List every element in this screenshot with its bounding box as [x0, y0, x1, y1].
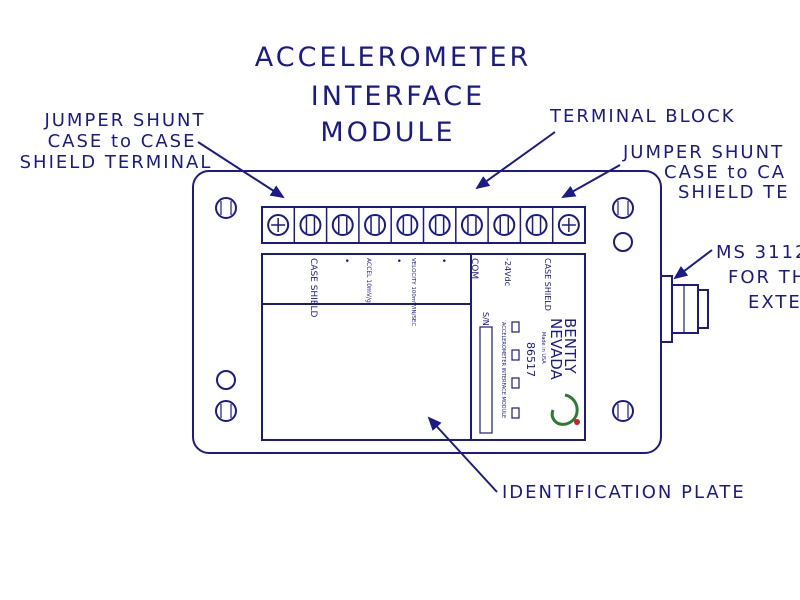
- title-line-1: ACCELEROMETER: [255, 42, 532, 73]
- brand-small-text: Made in USA: [540, 332, 546, 364]
- terminal-label-accel: ACCEL 10mV/g: [365, 258, 372, 303]
- terminal-label-case-shield-right: CASE SHIELD: [543, 258, 552, 311]
- mounting-hole-left-icon: [216, 370, 236, 390]
- jumper-screw-icon: [551, 207, 580, 243]
- jumper-right-arrow: [561, 164, 621, 198]
- terminal-block-label: TERMINAL BLOCK: [549, 106, 736, 127]
- brand-line-1: BENTLY: [561, 318, 579, 375]
- terminal-labels: CASE SHIELD • ACCEL 10mV/g • VELOCITY 10…: [308, 258, 552, 326]
- serial-label: S/N: [481, 312, 490, 326]
- mounting-screws: [215, 197, 634, 422]
- terminal-screw-icon: [390, 207, 419, 243]
- terminal-screw-icon: [325, 207, 354, 243]
- connector-line-3: EXTE: [748, 292, 800, 313]
- terminal-label-dot-3: •: [438, 258, 448, 263]
- jumper-left-arrow: [197, 141, 285, 199]
- connector-line-1: MS 3112: [716, 242, 800, 263]
- terminal-screw-icon: [519, 207, 548, 243]
- screw-bottom-left-icon: [215, 400, 237, 422]
- title-line-3: MODULE: [320, 117, 455, 148]
- jumper-right-line-1: JUMPER SHUNT: [622, 142, 784, 163]
- jumper-screw-icon: [267, 214, 290, 236]
- terminal-label-dot-2: •: [393, 258, 403, 263]
- terminal-screw-icon: [455, 207, 483, 243]
- terminal-block: [261, 206, 586, 244]
- diagram-title: ACCELEROMETER INTERFACE MODULE: [255, 42, 532, 148]
- jumper-left-line-1: JUMPER SHUNT: [43, 110, 205, 131]
- terminal-label-minus-24vdc: -24Vdc: [503, 258, 512, 286]
- jumper-left-label: JUMPER SHUNT CASE to CASE SHIELD TERMINA…: [20, 110, 213, 173]
- connector-arrow: [673, 249, 713, 280]
- identification-plate-arrow: [427, 416, 498, 493]
- terminal-label-panel: [261, 253, 586, 441]
- module-name-text: ACCELEROMETER INTERFACE MODULE: [500, 322, 506, 418]
- jumper-left-line-2: CASE to CASE: [48, 131, 197, 152]
- mounting-hole-right-icon: [613, 232, 633, 252]
- terminal-screw-icon: [293, 207, 322, 243]
- brand-line-2: NEVADA: [547, 318, 565, 381]
- terminal-block-arrow: [475, 131, 556, 190]
- part-number: 86517: [524, 342, 537, 377]
- jumper-right-line-3: SHIELD TE: [678, 182, 790, 203]
- terminal-label-com: COM: [469, 258, 479, 279]
- serial-number-box: [479, 326, 493, 434]
- jumper-right-label: JUMPER SHUNT CASE to CA SHIELD TE: [622, 142, 790, 203]
- identification-plate: S/N ACCELEROMETER INTERFACE MODULE 86517…: [479, 312, 580, 434]
- screw-bottom-right-icon: [612, 400, 634, 422]
- ms-connector-icon: [660, 275, 709, 343]
- code-boxes: [511, 321, 520, 419]
- terminal-screw-icon: [358, 207, 387, 243]
- screw-top-right-icon: [612, 197, 634, 219]
- jumper-left-line-3: SHIELD TERMINAL: [20, 152, 213, 173]
- title-line-2: INTERFACE: [311, 81, 485, 112]
- screw-top-left-icon: [215, 197, 237, 219]
- brand-logo-icon: [550, 393, 580, 426]
- identification-plate-label: IDENTIFICATION PLATE: [502, 482, 746, 503]
- connector-label: MS 3112 FOR TH EXTE: [716, 242, 800, 313]
- jumper-right-line-2: CASE to CA: [664, 162, 786, 183]
- module-body: [192, 170, 662, 454]
- terminal-screw-icon: [487, 207, 516, 243]
- terminal-label-case-shield-left: CASE SHIELD: [308, 258, 318, 318]
- terminal-label-dot-1: •: [341, 258, 351, 263]
- connector-line-2: FOR TH: [728, 267, 800, 288]
- terminal-screw-icon: [422, 207, 451, 243]
- terminal-label-velocity: VELOCITY 100mV/IN/SEC: [410, 258, 416, 326]
